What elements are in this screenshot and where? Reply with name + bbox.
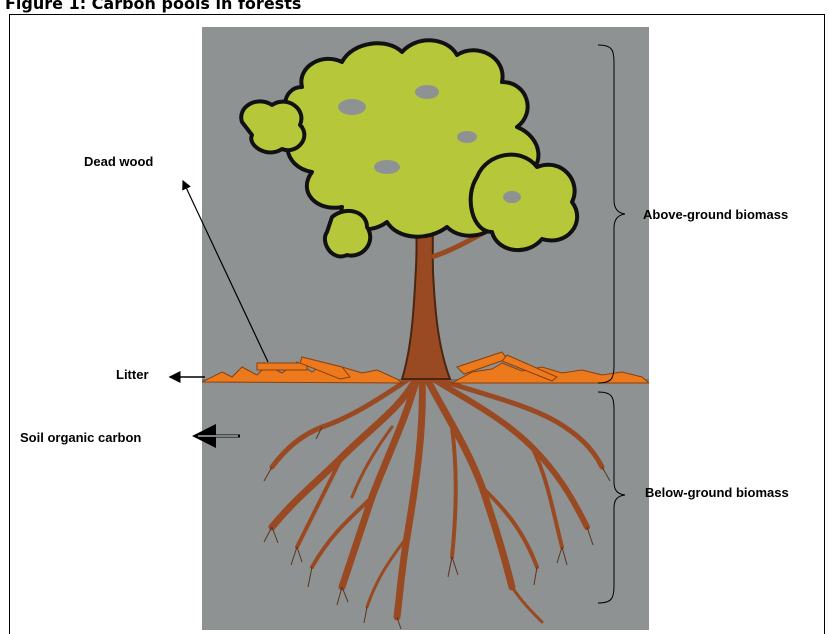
below-ground-biomass-label: Below-ground biomass [645, 485, 789, 500]
roots [272, 377, 602, 622]
soil-organic-carbon-label: Soil organic carbon [20, 430, 141, 445]
litter-right [452, 352, 649, 383]
litter-left [202, 357, 402, 383]
foliage [241, 40, 577, 256]
dead-wood-label: Dead wood [84, 154, 153, 169]
litter-label: Litter [116, 367, 149, 382]
above-ground-biomass-label: Above-ground biomass [643, 207, 788, 222]
tree-illustration [202, 27, 649, 630]
figure-title: Figure 1: Carbon pools in forests [5, 0, 301, 13]
